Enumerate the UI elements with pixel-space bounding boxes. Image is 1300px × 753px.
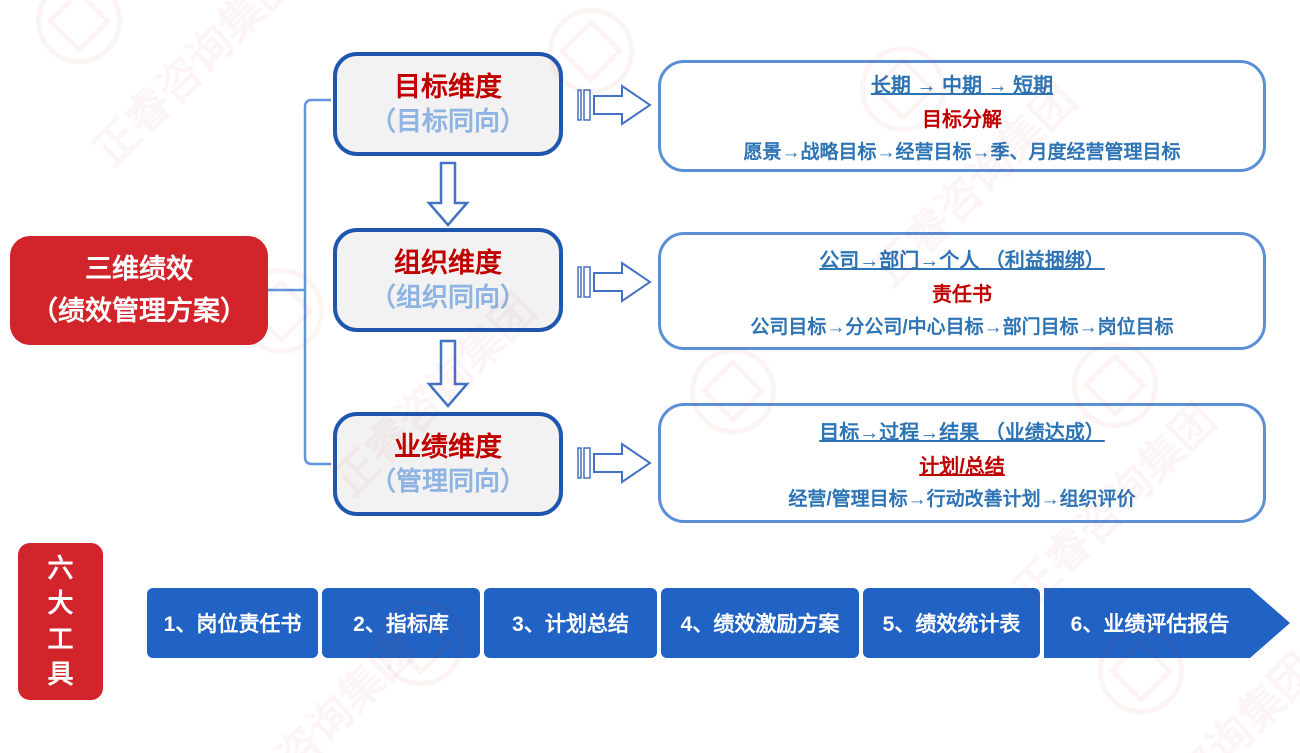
master-title-line1: 三维绩效 [85,253,193,284]
detail-flow-line: 长期 → 中期 → 短期 [870,74,1054,97]
detail-keyword: 目标分解 [922,108,1002,131]
watermark-text: 正睿咨询集团 [76,0,308,178]
down-arrow-icon [426,339,470,408]
detail-keyword: 责任书 [932,283,992,306]
tool-item-plan-summary: 3、计划总结 [484,588,657,658]
bracket-connector-line [268,98,331,466]
detail-chain-line: 公司目标→分公司/中心目标→部门目标→岗位目标 [750,316,1174,338]
tool-item-indicator-library: 2、指标库 [322,588,480,658]
dimension-subtitle: （组织同向） [369,281,526,312]
detail-flow-line: 目标→过程→结果 （业绩达成） [819,421,1105,444]
dimension-box-goal: 目标维度 （目标同向） [333,52,563,156]
tool-item-responsibility-letter: 1、岗位责任书 [147,588,318,658]
six-tools-char: 具 [47,658,74,689]
tool-item-incentive-plan: 4、绩效激励方案 [661,588,859,658]
six-tools-char: 六 [47,553,74,584]
detail-flow-line: 公司→部门→个人 （利益捆绑） [819,249,1105,272]
master-title-line2: （绩效管理方案） [31,295,247,326]
dimension-title: 业绩维度 [394,431,502,462]
tool-item-statistics-table: 5、绩效统计表 [863,588,1040,658]
down-arrow-icon [426,161,470,227]
tools-row: 1、岗位责任书 2、指标库 3、计划总结 4、绩效激励方案 5、绩效统计表 6、… [147,588,1290,658]
six-tools-char: 大 [47,588,74,619]
detail-chain-line: 经营/管理目标→行动改善计划→组织评价 [788,488,1136,510]
detail-box-organization: 公司→部门→个人 （利益捆绑） 责任书 公司目标→分公司/中心目标→部门目标→岗… [658,232,1266,350]
six-tools-char: 工 [47,623,74,654]
detail-box-performance: 目标→过程→结果 （业绩达成） 计划/总结 经营/管理目标→行动改善计划→组织评… [658,403,1266,523]
watermark-logo-icon [36,0,122,64]
right-block-arrow-icon [577,84,652,126]
detail-keyword: 计划/总结 [919,455,1005,478]
dimension-title: 组织维度 [394,247,502,278]
dimension-subtitle: （管理同向） [369,465,526,496]
detail-box-goal: 长期 → 中期 → 短期 目标分解 愿景→战略目标→经营目标→季、月度经营管理目… [658,60,1266,172]
dimension-box-performance: 业绩维度 （管理同向） [333,412,563,516]
right-block-arrow-icon [577,261,652,303]
dimension-subtitle: （目标同向） [369,105,526,136]
tool-item-evaluation-report: 6、业绩评估报告 [1044,588,1290,658]
right-block-arrow-icon [577,442,652,484]
master-box: 三维绩效 （绩效管理方案） [10,236,268,345]
detail-chain-line: 愿景→战略目标→经营目标→季、月度经营管理目标 [743,141,1181,163]
six-tools-label-box: 六 大 工 具 [18,543,103,700]
dimension-title: 目标维度 [394,71,502,102]
dimension-box-organization: 组织维度 （组织同向） [333,228,563,332]
